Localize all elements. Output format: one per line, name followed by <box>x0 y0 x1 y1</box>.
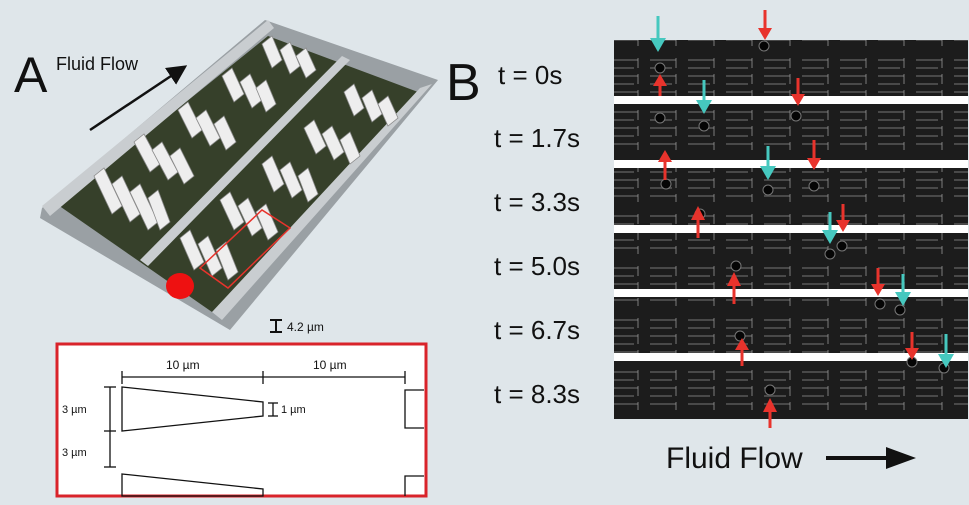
posts-right-lane <box>179 83 399 281</box>
time-label-4: t = 6.7s <box>494 315 580 345</box>
posts-left-lane <box>93 35 317 231</box>
time-labels: t = 0s t = 1.7s t = 3.3s t = 5.0s t = 6.… <box>494 60 580 409</box>
time-label-0: t = 0s <box>498 60 562 90</box>
tracked-particles <box>654 40 950 396</box>
timelapse-strip-0 <box>614 40 968 96</box>
panel-a-letter: A <box>14 47 48 103</box>
time-label-5: t = 8.3s <box>494 379 580 409</box>
inset-dim-3-top: 3 µm <box>62 404 87 416</box>
inset-dim-1: 1 µm <box>281 404 306 416</box>
zoom-region-box <box>198 209 292 289</box>
timelapse-strip-4 <box>614 297 968 353</box>
panel-b-flow-arrow <box>826 447 916 469</box>
panel-a-flow-arrow <box>89 65 188 132</box>
red-particle <box>166 273 194 299</box>
gap-scale <box>270 319 282 333</box>
channel-left-wall <box>42 20 274 216</box>
timelapse-strip-3 <box>614 233 968 289</box>
panel-b-letter: B <box>446 54 481 112</box>
inset-dim-10-right: 10 µm <box>313 358 347 372</box>
channel-middle-divider <box>140 56 350 266</box>
gap-label: 4.2 µm <box>287 320 324 334</box>
panel-b-flow-label: Fluid Flow <box>666 442 803 475</box>
cyan-arrow <box>650 16 954 368</box>
panel-b: B <box>446 10 968 475</box>
time-label-3: t = 5.0s <box>494 251 580 281</box>
inset-dim-10-left: 10 µm <box>166 358 200 372</box>
time-label-2: t = 3.3s <box>494 187 580 217</box>
red-arrow <box>653 10 919 428</box>
inset-box <box>55 342 428 498</box>
panel-a-flow-label: Fluid Flow <box>56 54 139 74</box>
timelapse-strip-2 <box>614 168 968 225</box>
timelapse-strip-1 <box>614 104 968 160</box>
inset-dim-3-bottom: 3 µm <box>62 447 87 459</box>
time-label-1: t = 1.7s <box>494 123 580 153</box>
inset-dimension-lines <box>104 371 406 468</box>
timelapse-strip-5 <box>614 361 968 419</box>
timelapse-strips <box>614 40 968 419</box>
inset-posts <box>121 386 424 497</box>
panel-a: A Fluid Flow <box>14 20 438 498</box>
tracking-arrows <box>650 10 954 428</box>
channel-right-wall <box>212 84 432 320</box>
